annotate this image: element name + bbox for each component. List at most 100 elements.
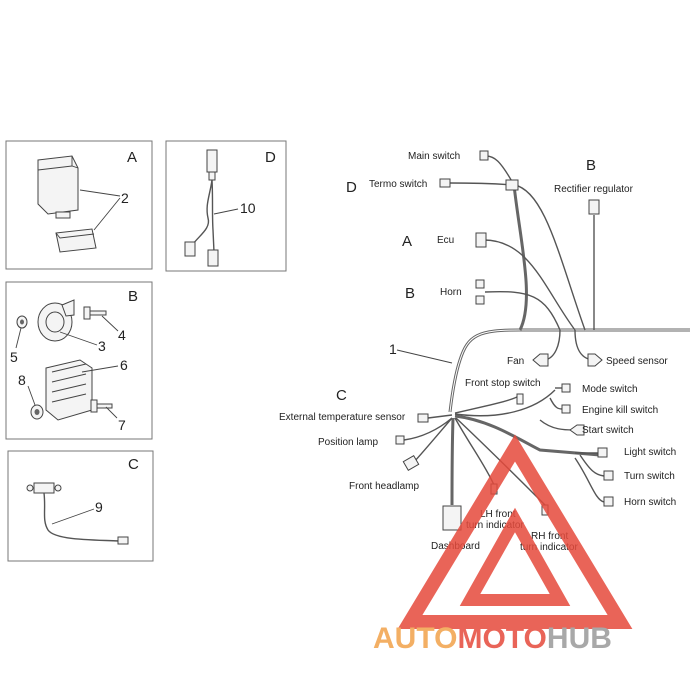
panel-b: B 4 — [5, 281, 153, 440]
start-switch-arrow-icon — [569, 424, 585, 436]
watermark-auto: AUTO — [373, 622, 457, 655]
position-lamp-connector-icon — [395, 435, 405, 445]
leader-9 — [51, 508, 95, 525]
callout-9: 9 — [95, 499, 103, 515]
label-start-switch: Start switch — [582, 425, 634, 436]
callout-10: 10 — [240, 200, 256, 216]
label-lh-front: LH front — [480, 509, 516, 520]
wire-position-lamp — [403, 417, 453, 441]
leader-10 — [213, 208, 239, 215]
harness-clip-icon — [505, 179, 519, 191]
leader-2 — [79, 189, 121, 231]
watermark-moto: MOTO — [457, 622, 546, 655]
callout-3: 3 — [98, 338, 106, 354]
panel-a-letter: A — [127, 149, 137, 166]
panel-d-letter: D — [265, 149, 276, 166]
letter-c: C — [336, 387, 347, 404]
label-light-switch: Light switch — [624, 447, 676, 458]
horn-connector-2-icon — [475, 295, 485, 305]
panel-a: A 2 — [5, 140, 153, 270]
letter-a: A — [402, 233, 412, 250]
bolt-part-icon — [90, 399, 113, 413]
wire-headlamp — [413, 417, 453, 463]
callout-2: 2 — [121, 190, 129, 206]
callout-4: 4 — [118, 327, 126, 343]
washer-part-icon — [30, 404, 44, 420]
label-speed-sensor: Speed sensor — [606, 356, 668, 367]
horn-switch-connector-icon — [603, 496, 614, 507]
lead-engine-kill — [549, 397, 563, 410]
wire-switch-group-left — [454, 389, 556, 417]
letter-b-mid: B — [405, 285, 415, 302]
label-horn-switch: Horn switch — [624, 497, 676, 508]
panel-a-frame — [5, 140, 153, 270]
fan-arrow-icon — [532, 353, 549, 367]
label-lh-turn-indicator: turn indicator — [466, 520, 524, 531]
label-ecu: Ecu — [437, 235, 454, 246]
label-engine-kill-switch: Engine kill switch — [582, 405, 658, 416]
lead-horn-switch — [574, 457, 605, 503]
rectifier-connector-icon — [588, 199, 600, 215]
ecu-part-icon — [37, 155, 79, 219]
label-external-temperature-sensor: External temperature sensor — [279, 412, 406, 423]
label-termo-switch: Termo switch — [369, 179, 427, 190]
lead-start-switch — [539, 419, 575, 431]
callout-8: 8 — [18, 372, 26, 388]
nut-part-icon — [16, 315, 28, 329]
speed-sensor-arrow-icon — [587, 353, 603, 367]
leader-3 — [59, 331, 98, 346]
dashboard-connector-icon — [442, 505, 462, 531]
wire-lh-indicator — [454, 417, 495, 486]
wire-switch-group-right — [454, 414, 601, 457]
main-harness — [403, 155, 690, 506]
label-front-headlamp: Front headlamp — [349, 481, 419, 492]
screw-part-icon — [83, 306, 107, 320]
wire-front-stop — [454, 394, 521, 414]
letter-b-top: B — [586, 157, 596, 174]
wire-ecu — [483, 239, 576, 331]
label-horn: Horn — [440, 287, 462, 298]
front-stop-connector-icon — [516, 393, 524, 405]
turn-switch-connector-icon — [603, 470, 614, 481]
leader-8 — [27, 385, 36, 406]
light-switch-connector-icon — [597, 447, 608, 458]
panel-c-letter: C — [128, 456, 139, 473]
main-labels: Main switch D Termo switch B Rectifier r… — [279, 151, 676, 553]
callout-5: 5 — [10, 349, 18, 365]
leader-1 — [396, 349, 453, 364]
label-fan: Fan — [507, 356, 524, 367]
panel-c: C 9 — [7, 450, 154, 562]
callout-1: 1 — [389, 341, 397, 357]
panel-b-frame — [5, 281, 153, 440]
label-mode-switch: Mode switch — [582, 384, 638, 395]
wire-upper-right — [513, 184, 586, 331]
label-rectifier-regulator: Rectifier regulator — [554, 184, 634, 195]
leader-4 — [101, 315, 119, 332]
watermark-hub: HUB — [547, 622, 612, 655]
headlamp-connector-icon — [402, 454, 420, 472]
wire-ext-temp — [427, 414, 453, 419]
horn-part-icon — [37, 299, 75, 342]
watermark-triangle-outer-icon — [397, 434, 633, 629]
watermark-triangle-inner-icon — [459, 507, 571, 606]
wire-termo-switch — [449, 182, 515, 186]
harness-upper — [512, 184, 528, 331]
leader-6 — [81, 365, 119, 373]
label-rh-turn-indicator: turn indicator — [520, 542, 578, 553]
panel-c-frame — [7, 450, 154, 562]
letter-d: D — [346, 179, 357, 196]
leader-5 — [15, 327, 22, 349]
callout-6: 6 — [120, 357, 128, 373]
engine-kill-connector-icon — [561, 404, 571, 414]
main-switch-connector-icon — [479, 150, 489, 161]
label-turn-switch: Turn switch — [624, 471, 675, 482]
watermark-logo: AUTOMOTOHUB — [373, 434, 633, 655]
label-main-switch: Main switch — [408, 151, 460, 162]
label-position-lamp: Position lamp — [318, 437, 378, 448]
temperature-sensor-part-icon — [26, 482, 129, 545]
leader-7 — [105, 406, 118, 419]
ext-temp-connector-icon — [417, 413, 429, 423]
wire-horn — [484, 290, 561, 331]
connector-part-icon — [55, 228, 97, 253]
